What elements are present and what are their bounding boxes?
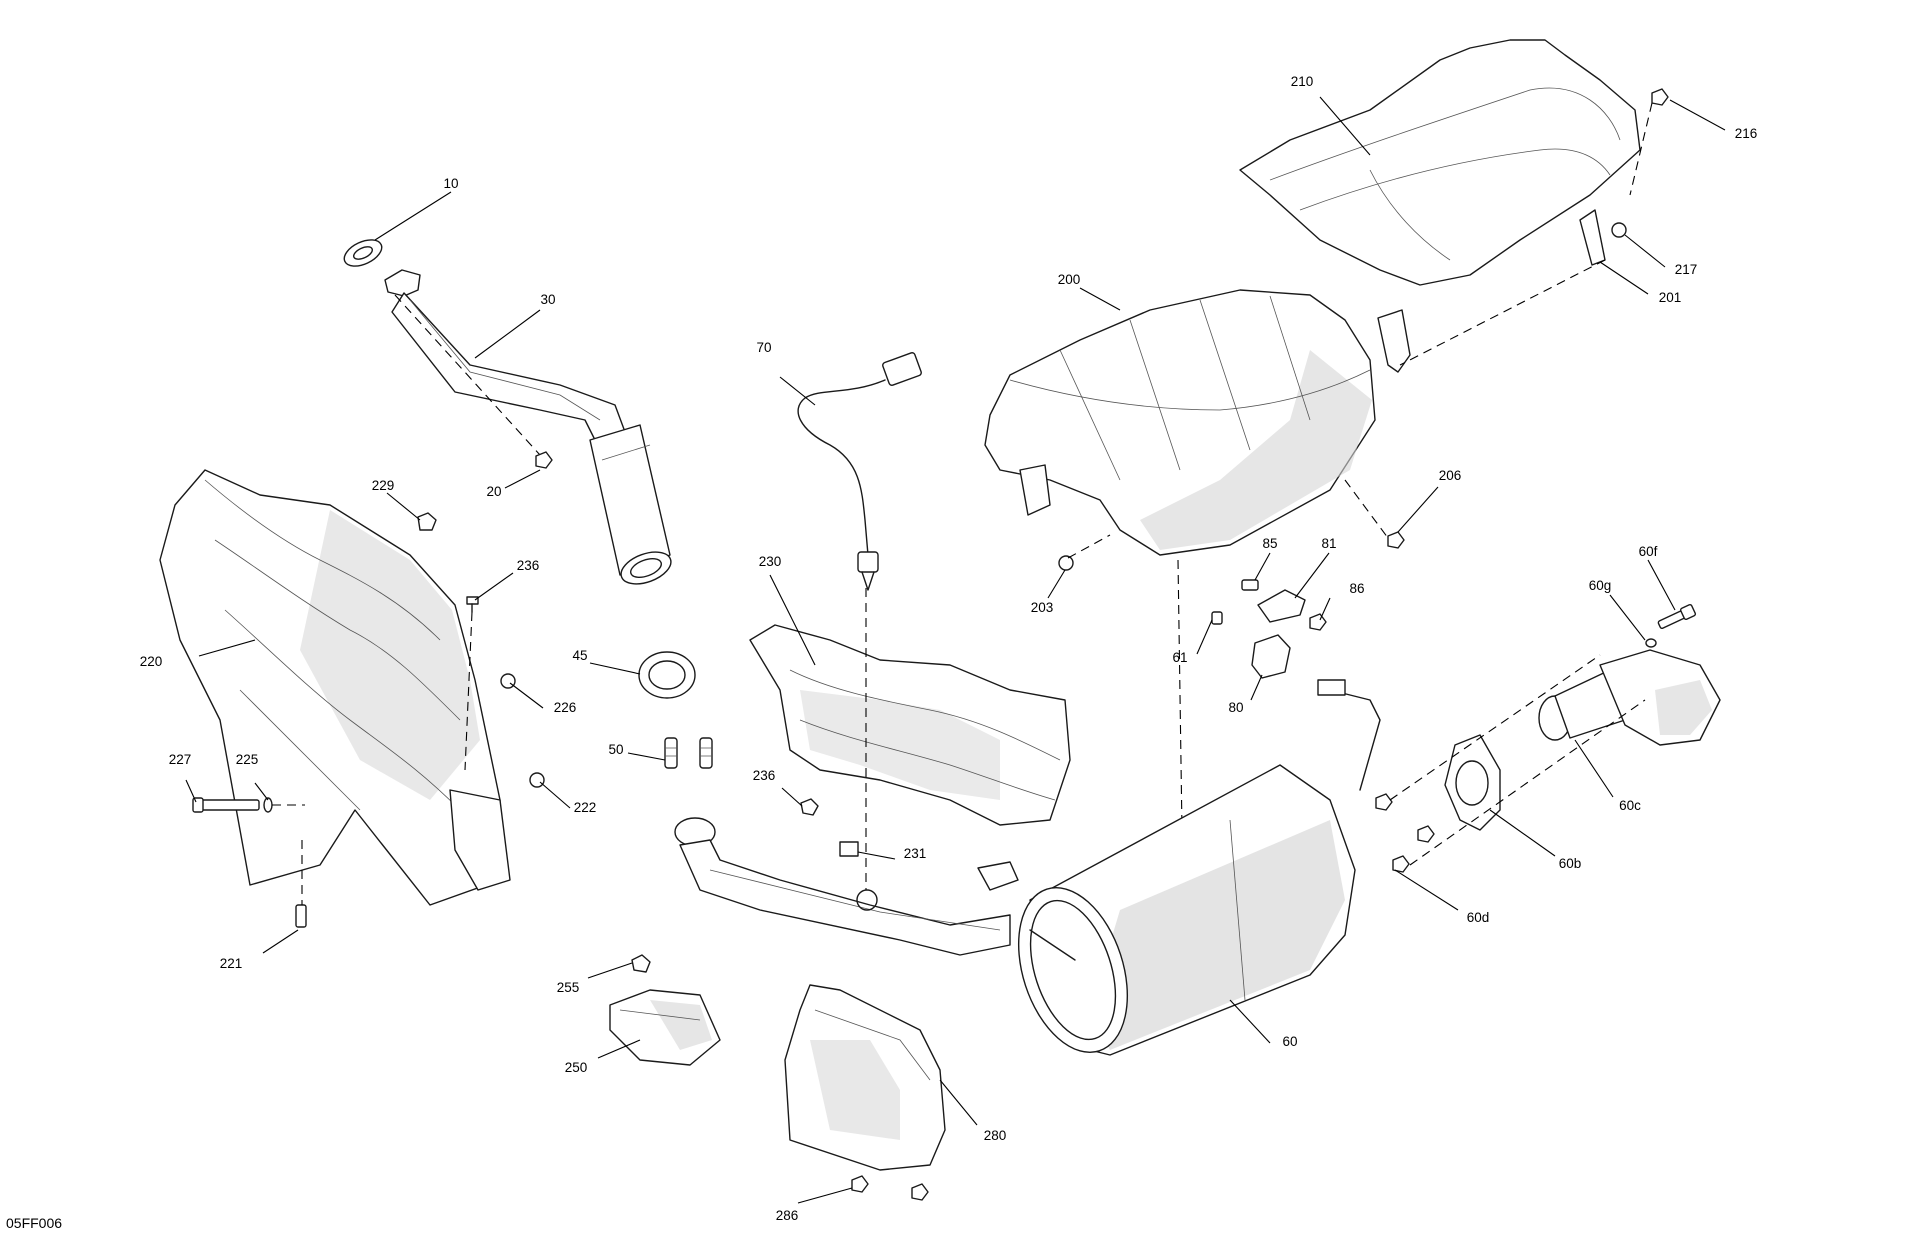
part-210-heat-shield bbox=[1239, 39, 1641, 286]
part-230-heat-shield bbox=[749, 624, 1071, 826]
part-30-exhaust-pipe bbox=[384, 269, 672, 585]
callout-30: 30 bbox=[540, 292, 555, 307]
callout-45: 45 bbox=[572, 648, 587, 663]
callout-217: 217 bbox=[1675, 262, 1698, 277]
part-60f-bolt bbox=[1657, 603, 1697, 630]
callout-225: 225 bbox=[236, 752, 259, 767]
part-286-screws bbox=[851, 1175, 929, 1201]
part-60-muffler bbox=[1017, 679, 1381, 1056]
callout-250: 250 bbox=[565, 1060, 588, 1075]
callout-236a: 236 bbox=[517, 558, 540, 573]
callout-85: 85 bbox=[1262, 536, 1277, 551]
part-85-bolt bbox=[1241, 579, 1259, 591]
part-70-oxygen-sensor bbox=[797, 352, 922, 591]
part-221-fastener bbox=[295, 904, 307, 928]
part-80-mount bbox=[1251, 634, 1291, 679]
callout-60b: 60b bbox=[1559, 856, 1582, 871]
callout-221: 221 bbox=[220, 956, 243, 971]
callout-61: 61 bbox=[1172, 650, 1187, 665]
callout-10: 10 bbox=[443, 176, 458, 191]
callout-60c: 60c bbox=[1619, 798, 1641, 813]
part-81-bracket bbox=[1257, 589, 1306, 623]
part-60d-nuts bbox=[1375, 793, 1435, 873]
callout-50: 50 bbox=[608, 742, 623, 757]
callout-203: 203 bbox=[1031, 600, 1054, 615]
callout-200: 200 bbox=[1058, 272, 1081, 287]
part-220-heat-shield bbox=[159, 469, 511, 906]
callout-81: 81 bbox=[1321, 536, 1336, 551]
callout-60f: 60f bbox=[1639, 544, 1658, 559]
part-217-nut bbox=[1611, 222, 1627, 238]
callout-60: 60 bbox=[1282, 1034, 1297, 1049]
part-61-clip bbox=[1211, 611, 1223, 625]
callout-280: 280 bbox=[984, 1128, 1007, 1143]
part-45-seal-ring bbox=[638, 651, 696, 699]
part-50-springs bbox=[664, 737, 713, 769]
part-236b-bolt bbox=[800, 798, 819, 816]
part-206-bolt bbox=[1387, 531, 1405, 549]
callout-60d: 60d bbox=[1467, 910, 1490, 925]
callout-20: 20 bbox=[486, 484, 501, 499]
callout-201: 201 bbox=[1659, 290, 1682, 305]
part-20-nut bbox=[535, 451, 553, 469]
part-60g-washer bbox=[1645, 638, 1657, 648]
part-225-washer bbox=[263, 797, 273, 813]
callout-227: 227 bbox=[169, 752, 192, 767]
part-222-nut bbox=[529, 772, 545, 788]
part-216-nut bbox=[1651, 88, 1669, 106]
callout-216: 216 bbox=[1735, 126, 1758, 141]
callout-230: 230 bbox=[759, 554, 782, 569]
part-203-nut bbox=[1058, 555, 1074, 571]
figure-code: 05FF006 bbox=[6, 1215, 62, 1231]
callout-86: 86 bbox=[1349, 581, 1364, 596]
part-250-bracket bbox=[609, 989, 721, 1066]
part-227-bolt bbox=[192, 797, 260, 813]
callout-60g: 60g bbox=[1589, 578, 1612, 593]
part-200-heat-shield bbox=[984, 289, 1376, 556]
callout-229: 229 bbox=[372, 478, 395, 493]
callout-236b: 236 bbox=[753, 768, 776, 783]
callout-286: 286 bbox=[776, 1208, 799, 1223]
middle-pipe bbox=[674, 817, 1019, 956]
callout-206: 206 bbox=[1439, 468, 1462, 483]
callout-220: 220 bbox=[140, 654, 163, 669]
part-226-nut bbox=[500, 673, 516, 689]
part-86-nut bbox=[1309, 613, 1327, 631]
part-10-gasket bbox=[343, 239, 383, 267]
callout-226: 226 bbox=[554, 700, 577, 715]
part-255-bolt bbox=[631, 954, 651, 973]
callout-labels: 10 30 20 70 45 50 229 236 220 226 227 22… bbox=[140, 74, 1758, 1223]
part-236a-bolt bbox=[466, 596, 479, 613]
callout-210: 210 bbox=[1291, 74, 1314, 89]
callout-222: 222 bbox=[574, 800, 597, 815]
part-60b-gasket bbox=[1444, 734, 1501, 831]
part-60c-tailpipe bbox=[1538, 649, 1721, 746]
leader-lines bbox=[185, 96, 1726, 1204]
callout-255: 255 bbox=[557, 980, 580, 995]
part-229-nut bbox=[417, 512, 437, 531]
part-231-clip bbox=[839, 841, 859, 857]
part-280-heat-shield bbox=[784, 984, 946, 1171]
callout-80: 80 bbox=[1228, 700, 1243, 715]
callout-231: 231 bbox=[904, 846, 927, 861]
callout-70: 70 bbox=[756, 340, 771, 355]
